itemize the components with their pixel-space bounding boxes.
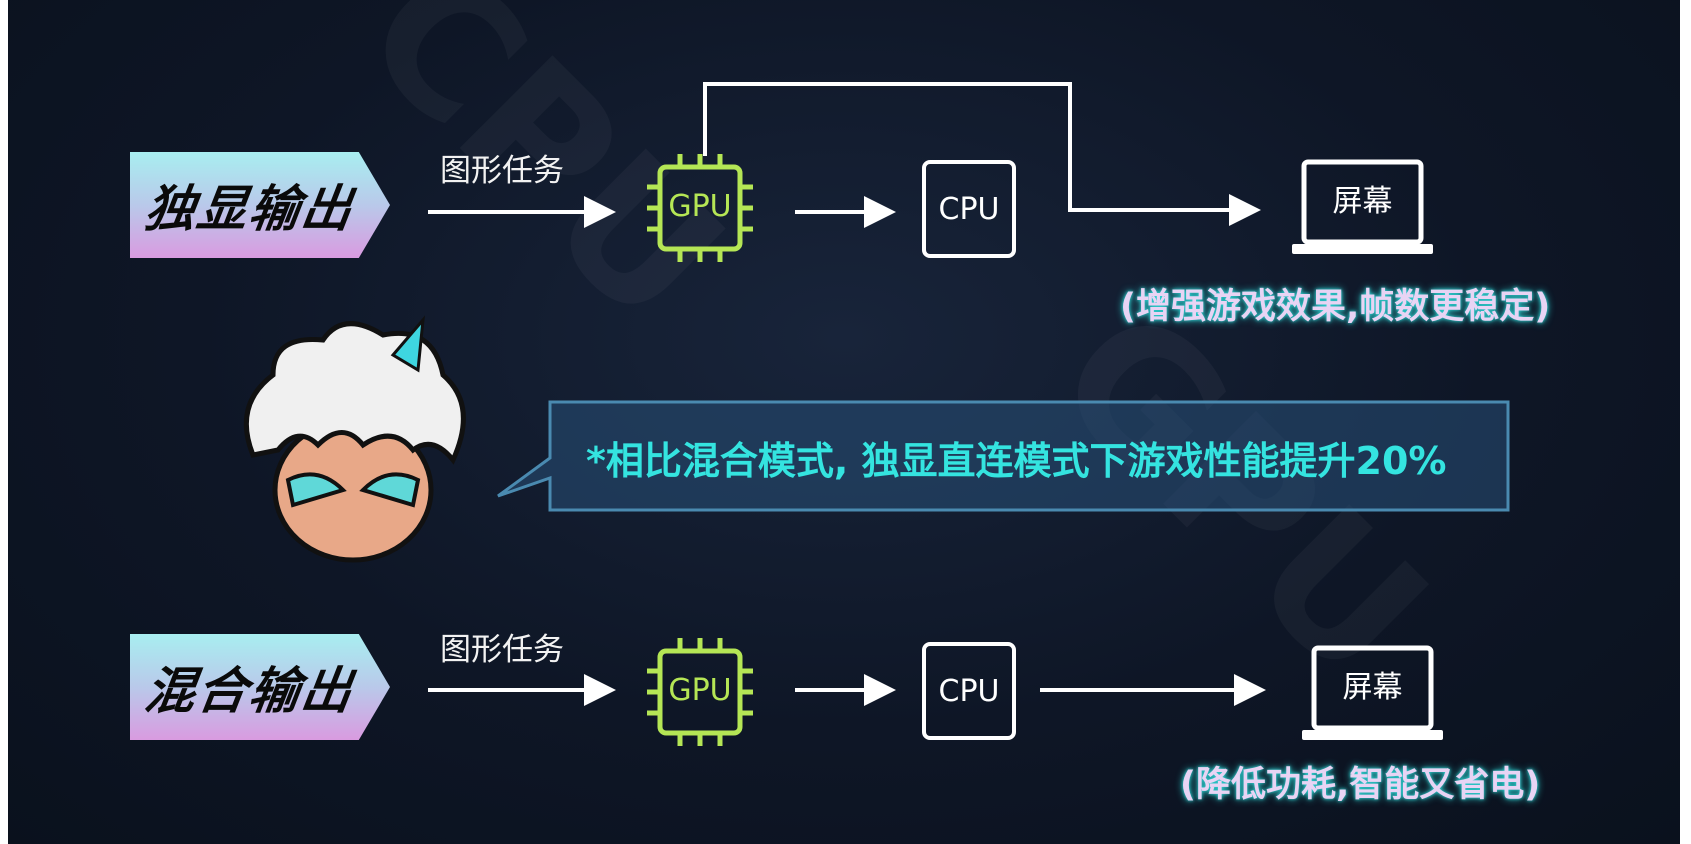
infographic: CPU GPU 独显输出 图形任务 GPU CPU 屏幕 (增强游戏效果,帧数更… (8, 0, 1680, 844)
gpu-chip-icon: GPU (645, 152, 755, 268)
cpu-box: CPU (922, 160, 1016, 258)
laptop-icon: 屏幕 (1290, 158, 1435, 264)
gpu-text: GPU (668, 673, 732, 708)
hybrid-benefit-note: (降低功耗,智能又省电) (1180, 765, 1541, 805)
callout-text: *相比混合模式, 独显直连模式下游戏性能提升20% (586, 439, 1447, 483)
gpu-chip-icon: GPU (645, 636, 755, 752)
mode-label-hybrid: 混合输出 (130, 634, 390, 740)
connectors (428, 82, 1266, 706)
laptop-icon: 屏幕 (1300, 644, 1445, 750)
screen-text: 屏幕 (1342, 670, 1403, 705)
task-label: 图形任务 (440, 632, 564, 668)
callout-bubble (497, 400, 1510, 512)
mode-label-text: 独显输出 (141, 180, 358, 238)
task-label: 图形任务 (440, 153, 564, 189)
discrete-benefit-note: (增强游戏效果,帧数更稳定) (1120, 287, 1551, 327)
mode-label-text: 混合输出 (141, 662, 358, 720)
mascot-character (243, 315, 466, 563)
cpu-box: CPU (922, 642, 1016, 740)
arrow-gpu-direct-to-screen (703, 82, 1261, 226)
gpu-text: GPU (668, 189, 732, 224)
screen-text: 屏幕 (1332, 184, 1393, 219)
mode-label-discrete: 独显输出 (130, 152, 390, 258)
